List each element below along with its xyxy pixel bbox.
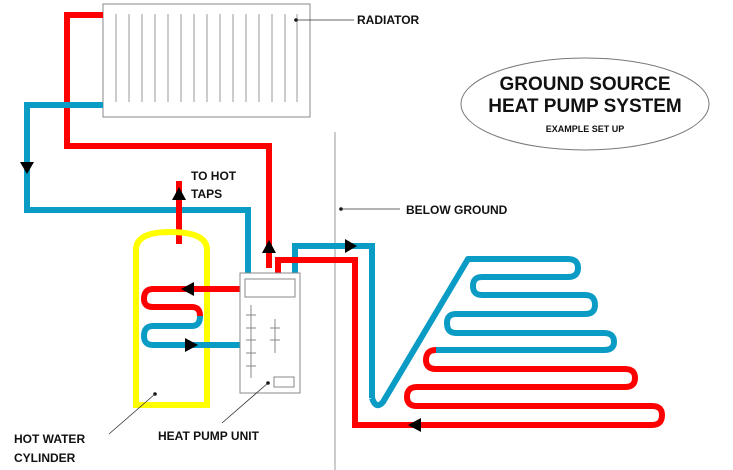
radiator-hot-pipe bbox=[64, 12, 272, 268]
hot-water-cylinder-label-1: HOT WATER bbox=[14, 432, 85, 446]
cylinder-coil-hot bbox=[140, 286, 244, 317]
hot-water-cylinder bbox=[133, 228, 210, 408]
radiator-leader bbox=[294, 18, 354, 22]
flow-arrow-left-icon bbox=[181, 282, 194, 296]
subtitle: EXAMPLE SET UP bbox=[546, 124, 625, 134]
flow-arrow-left-ground-icon bbox=[408, 418, 421, 432]
cylinder-coil-cold bbox=[140, 315, 244, 348]
title-line-1: GROUND SOURCE bbox=[499, 74, 670, 95]
radiator bbox=[102, 3, 311, 118]
flow-arrow-up-pump-icon bbox=[262, 240, 276, 253]
ground-loop-red-coil bbox=[404, 347, 665, 428]
title-line-2: HEAT PUMP SYSTEM bbox=[488, 96, 682, 117]
radiator-return-pipe bbox=[24, 102, 251, 274]
to-hot-taps-label-1: TO HOT bbox=[191, 169, 237, 183]
cylinder-leader bbox=[108, 392, 157, 435]
heat-pump-unit bbox=[239, 272, 301, 394]
title-badge bbox=[460, 57, 710, 151]
ground-loop-cold-feed bbox=[292, 243, 375, 398]
flow-arrow-up-icon bbox=[172, 187, 186, 200]
to-hot-taps-label-2: TAPS bbox=[191, 187, 222, 201]
ground-loop-blue-coil bbox=[369, 256, 617, 409]
heat-pump-unit-label: HEAT PUMP UNIT bbox=[158, 429, 260, 443]
radiator-label: RADIATOR bbox=[357, 13, 420, 27]
heat-pump-leader bbox=[221, 381, 270, 424]
hot-water-cylinder-label-2: CYLINDER bbox=[14, 451, 76, 465]
flow-arrow-right-icon bbox=[185, 338, 198, 352]
flow-arrow-down-icon bbox=[20, 162, 34, 174]
below-ground-leader bbox=[339, 207, 400, 211]
flow-arrow-right-ground-icon bbox=[345, 239, 357, 253]
ground-loop-hot-return bbox=[275, 257, 412, 428]
below-ground-label: BELOW GROUND bbox=[406, 203, 508, 217]
